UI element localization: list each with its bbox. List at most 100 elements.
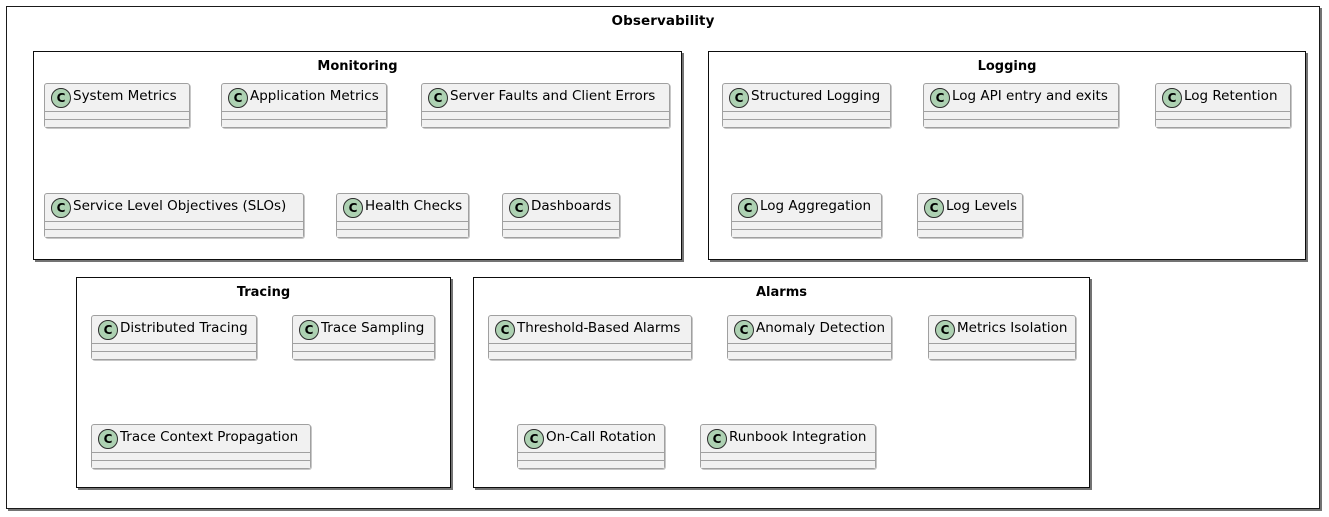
class-methods-compartment [489,352,691,359]
class-circle-icon: C [495,319,515,340]
class-separator [92,460,310,461]
class-separator [1156,119,1290,120]
class-name-label: Log API entry and exits [952,88,1108,105]
class-methods-compartment [732,230,881,237]
class-separator [422,119,669,120]
class-circle-icon: C [734,319,754,340]
class-methods-compartment [222,120,386,127]
class-separator [422,111,669,112]
class-methods-compartment [92,461,310,468]
class-circle-icon: C [935,319,955,340]
class-circle-icon: C [51,87,71,108]
class-circle-icon: C [51,197,71,218]
class-circle-icon: C [228,87,248,108]
class-separator [503,221,619,222]
class-attributes-compartment [918,222,1022,229]
class-separator [1156,111,1290,112]
class-separator [518,452,664,453]
class-separator [293,343,434,344]
package-monitoring-title: Monitoring [317,59,398,74]
class-attributes-compartment [337,222,468,229]
class-separator [723,111,890,112]
class-separator [723,119,890,120]
class-separator [489,343,691,344]
class-circle-icon: C [343,197,363,218]
class-separator [92,452,310,453]
class-separator [92,351,256,352]
class-separator [45,229,303,230]
class-name-label: Log Aggregation [760,198,872,215]
class-circle-icon: C [98,428,118,449]
class-circle-icon: C [1162,87,1182,108]
class-separator [489,351,691,352]
class-circle-icon: C [707,428,727,449]
class-attributes-compartment [92,453,310,460]
class-attributes-compartment [701,453,875,460]
class-attributes-compartment [732,222,881,229]
class-attributes-compartment [728,344,891,351]
class-separator [45,119,189,120]
class-name-label: System Metrics [73,88,177,105]
class-separator [222,119,386,120]
class-name-label: On-Call Rotation [546,429,657,446]
class-methods-compartment [92,352,256,359]
class-name-label: Log Retention [1184,88,1278,105]
class-methods-compartment [918,230,1022,237]
class-separator [503,229,619,230]
class-separator [732,229,881,230]
class-attributes-compartment [489,344,691,351]
class-methods-compartment [337,230,468,237]
class-separator [293,351,434,352]
class-circle-icon: C [509,197,529,218]
class-separator [222,111,386,112]
class-name-label: Runbook Integration [729,429,867,446]
class-attributes-compartment [503,222,619,229]
class-separator [732,221,881,222]
class-separator [918,229,1022,230]
class-methods-compartment [929,352,1075,359]
class-separator [92,343,256,344]
class-separator [918,221,1022,222]
class-circle-icon: C [299,319,319,340]
class-name-label: Threshold-Based Alarms [517,320,681,337]
class-separator [337,221,468,222]
class-name-label: Server Faults and Client Errors [450,88,656,105]
class-separator [924,111,1118,112]
class-methods-compartment [728,352,891,359]
class-methods-compartment [293,352,434,359]
class-name-label: Trace Context Propagation [120,429,299,446]
class-attributes-compartment [518,453,664,460]
class-attributes-compartment [45,112,189,119]
class-attributes-compartment [293,344,434,351]
class-attributes-compartment [92,344,256,351]
